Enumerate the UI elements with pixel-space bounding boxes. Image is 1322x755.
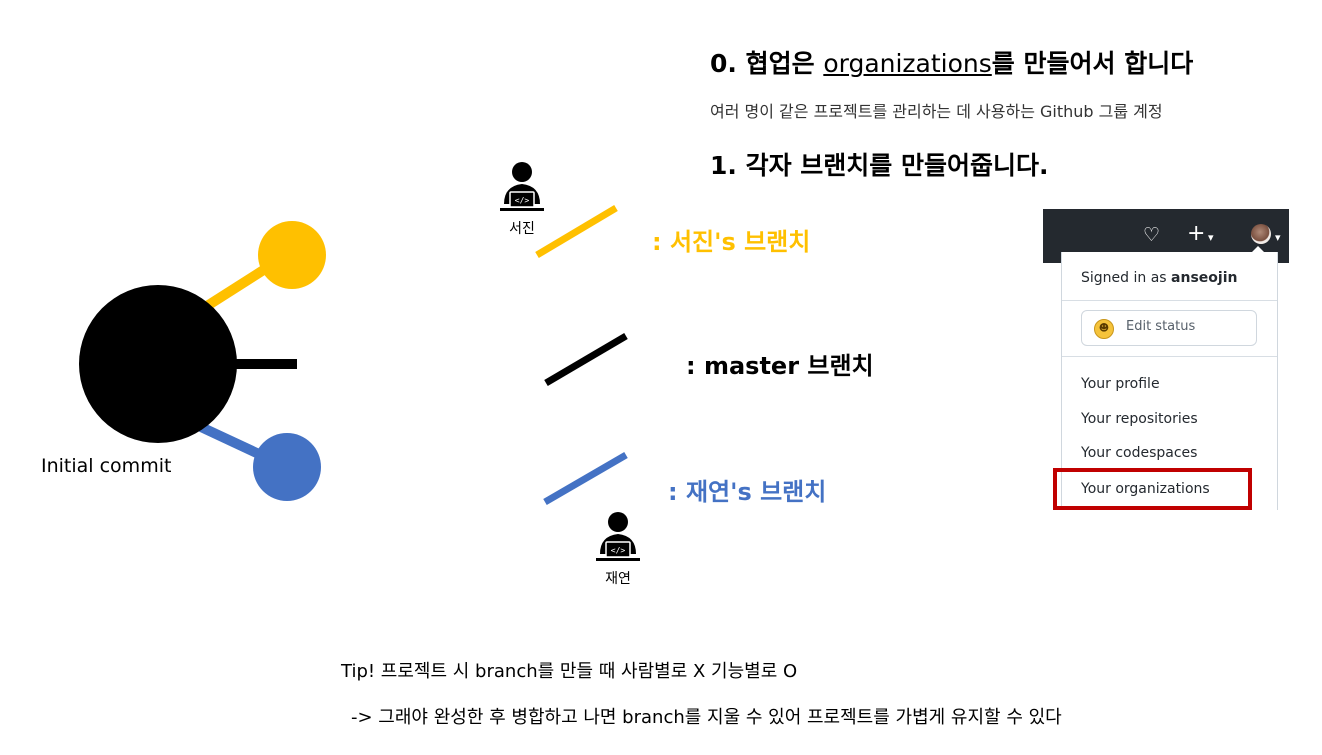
initial-commit-label: Initial commit: [41, 455, 172, 477]
jaeyeon-branch-label: : 재연's 브랜치: [668, 478, 827, 506]
seojin-branch-label: : 서진's 브랜치: [652, 228, 811, 256]
bell-icon[interactable]: ♡: [1143, 224, 1161, 246]
github-profile-dropdown: ♡ + ▾ ▾ Signed in as anseojin ☻ Edit sta…: [1043, 209, 1289, 510]
menu-item-your-organizations[interactable]: Your organizations: [1081, 481, 1210, 497]
signed-in-prefix: Signed in as: [1081, 270, 1172, 286]
svg-text:</>: </>: [515, 196, 530, 205]
initial-commit-node: [79, 285, 237, 443]
smiley-icon: ☻: [1094, 319, 1114, 339]
master-branch-line: [544, 332, 628, 387]
menu-divider: [1062, 356, 1277, 357]
jaeyeon-branch-line: [543, 451, 628, 506]
tip-line-1: Tip! 프로젝트 시 branch를 만들 때 사람별로 X 기능별로 O: [341, 661, 798, 682]
svg-text:</>: </>: [611, 546, 626, 555]
jaeyeon-person-label: 재연: [605, 571, 631, 587]
jaeyeon-branch-node: [253, 433, 321, 501]
organizations-highlight-box: [1053, 468, 1252, 510]
edit-status-button[interactable]: ☻ Edit status: [1081, 310, 1257, 346]
avatar[interactable]: [1251, 224, 1271, 244]
chevron-down-icon: ▾: [1275, 231, 1281, 244]
developer-icon: </>: [500, 162, 544, 211]
plus-icon[interactable]: +: [1187, 221, 1206, 246]
seojin-person-label: 서진: [509, 221, 535, 237]
title-prefix: 0. 협업은: [710, 49, 824, 78]
chevron-down-icon: ▾: [1208, 231, 1214, 244]
menu-item-your-repositories[interactable]: Your repositories: [1081, 411, 1198, 427]
menu-item-your-profile[interactable]: Your profile: [1081, 376, 1160, 392]
master-branch-label: : master 브랜치: [686, 352, 874, 380]
seojin-branch-node: [258, 221, 326, 289]
developer-icon: </>: [596, 512, 640, 561]
tip-line-2: -> 그래야 완성한 후 병합하고 나면 branch를 지울 수 있어 프로젝…: [351, 707, 1062, 728]
page-title: 0. 협업은 organizations를 만들어서 합니다: [710, 44, 1193, 80]
menu-divider: [1062, 300, 1277, 301]
seojin-branch-line: [535, 204, 618, 259]
menu-arrow: [1252, 246, 1264, 252]
edit-status-label: Edit status: [1126, 319, 1196, 334]
organizations-link: organizations: [823, 49, 992, 78]
username: anseojin: [1171, 270, 1238, 286]
page-subtitle: 여러 명이 같은 프로젝트를 관리하는 데 사용하는 Github 그룹 계정: [710, 102, 1163, 121]
title-suffix: 를 만들어서 합니다: [991, 49, 1194, 78]
profile-menu: Signed in as anseojin ☻ Edit status Your…: [1061, 246, 1278, 510]
signed-in-text: Signed in as anseojin: [1081, 270, 1237, 286]
step1-heading: 1. 각자 브랜치를 만들어줍니다.: [710, 151, 1049, 180]
menu-item-your-codespaces[interactable]: Your codespaces: [1081, 445, 1198, 461]
